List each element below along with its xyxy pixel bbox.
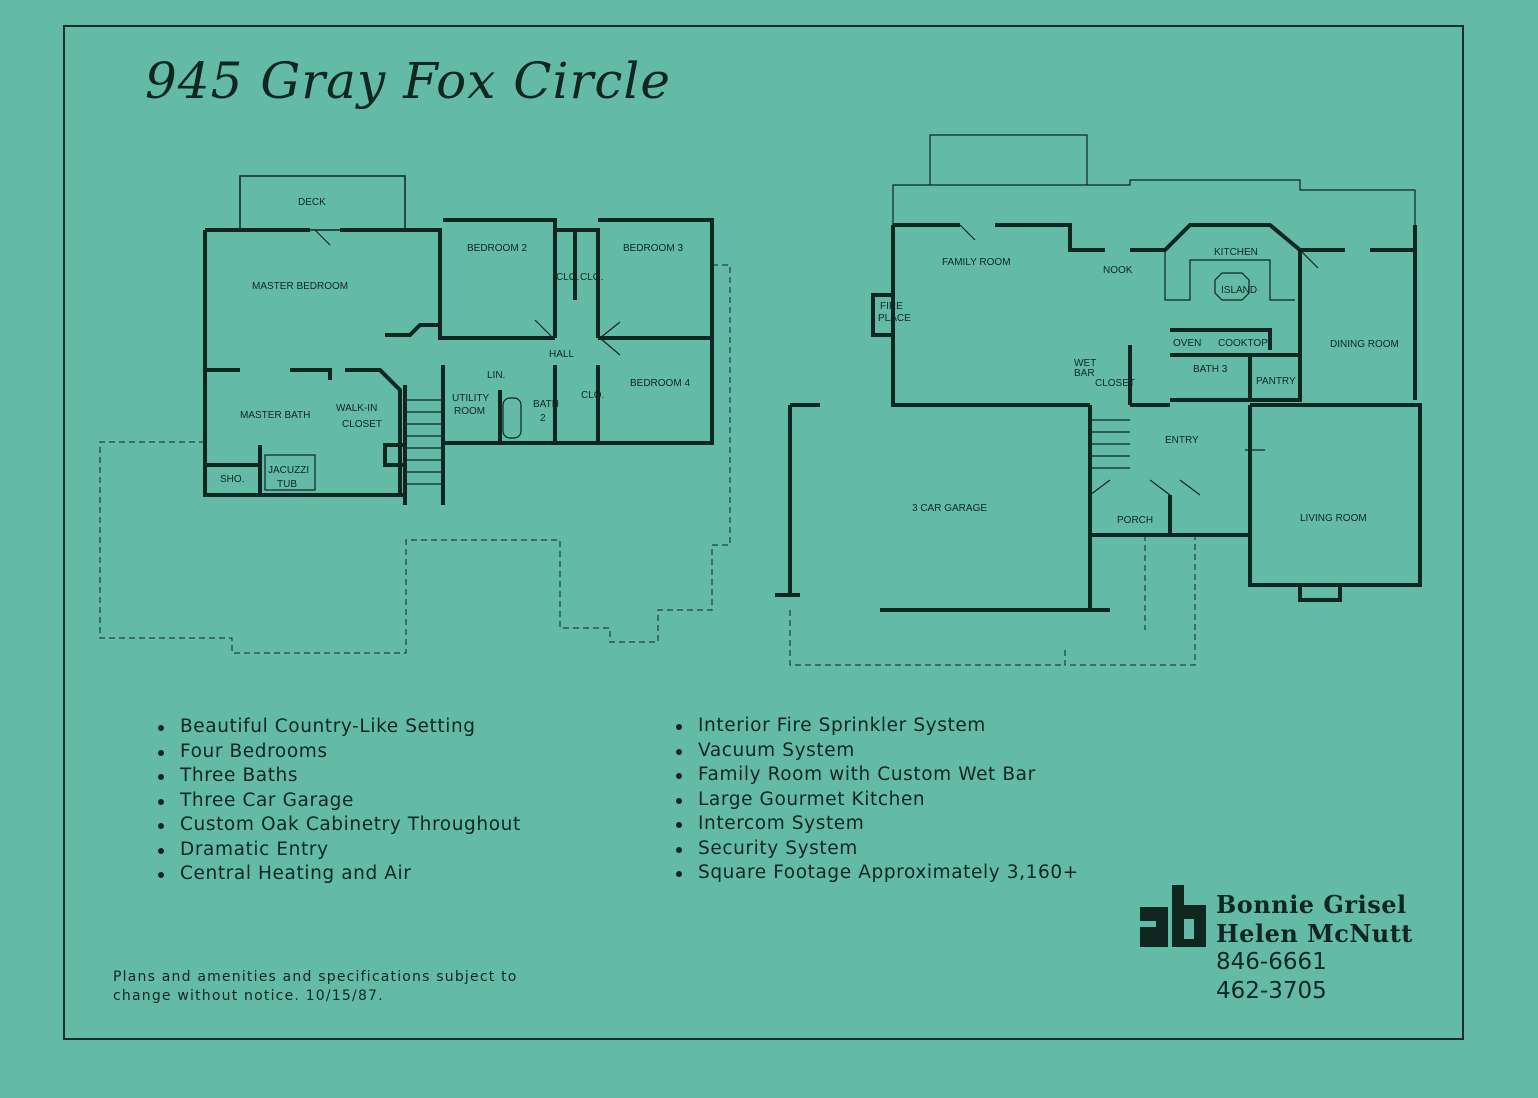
room-label: LIVING ROOM: [1300, 513, 1367, 524]
agency-logo: [1140, 885, 1206, 947]
room-label: CLO.: [580, 272, 603, 283]
room-label: BEDROOM 3: [623, 243, 683, 254]
feature-item: Vacuum System: [673, 739, 1079, 764]
room-label: ROOM: [454, 406, 485, 417]
room-label: TUB: [277, 479, 297, 490]
disclaimer: Plans and amenities and specifications s…: [113, 969, 518, 1004]
property-title: 945 Gray Fox Circle: [145, 52, 672, 110]
main-floor-plan: [775, 134, 1422, 666]
room-label: 2: [540, 413, 546, 424]
room-label: BATH 3: [1193, 364, 1228, 375]
room-label: WALK-IN: [336, 403, 377, 414]
agent-contacts: Bonnie Grisel Helen McNutt 846-6661 462-…: [1216, 890, 1413, 1006]
room-label: WET: [1074, 358, 1096, 369]
room-label: DINING ROOM: [1330, 339, 1399, 350]
page-border: [63, 25, 1464, 1040]
room-label: CLO.: [556, 272, 579, 283]
feature-item: Intercom System: [673, 812, 1079, 837]
features-list-left: Beautiful Country-Like Setting Four Bedr…: [155, 715, 521, 887]
feature-item: Beautiful Country-Like Setting: [155, 715, 521, 740]
room-label: 3 CAR GARAGE: [912, 503, 987, 514]
upper-floor-plan: [99, 175, 731, 654]
room-label: NOOK: [1103, 265, 1133, 276]
room-label: COOKTOP: [1218, 338, 1268, 349]
room-label: SHO.: [220, 474, 244, 485]
room-label: BATH: [533, 399, 559, 410]
feature-item: Custom Oak Cabinetry Throughout: [155, 813, 521, 838]
agent-name: Bonnie Grisel: [1216, 890, 1407, 919]
agent-phone: 462-3705: [1216, 978, 1327, 1004]
agent-phone: 846-6661: [1216, 949, 1327, 975]
room-label: PANTRY: [1256, 376, 1296, 387]
upper-floor-labels: DECK MASTER BEDROOM BEDROOM 2 BEDROOM 3 …: [220, 197, 690, 490]
room-label: LIN.: [487, 370, 505, 381]
room-label: HALL: [549, 349, 574, 360]
feature-item: Security System: [673, 837, 1079, 862]
room-label: BAR: [1074, 368, 1095, 379]
features-list-right: Interior Fire Sprinkler System Vacuum Sy…: [673, 714, 1079, 886]
room-label: PORCH: [1117, 515, 1153, 526]
room-label: UTILITY: [452, 393, 490, 404]
feature-item: Four Bedrooms: [155, 740, 521, 765]
feature-item: Square Footage Approximately 3,160+: [673, 861, 1079, 886]
room-label: OVEN: [1173, 338, 1201, 349]
room-label: JACUZZI: [268, 465, 309, 476]
room-label: FIRE: [880, 301, 903, 312]
room-label: MASTER BEDROOM: [252, 281, 348, 292]
room-label: CLOSET: [342, 419, 382, 430]
feature-item: Three Baths: [155, 764, 521, 789]
room-label: KITCHEN: [1214, 247, 1258, 258]
room-label: DECK: [298, 197, 326, 208]
room-label: CLO.: [581, 390, 604, 401]
feature-item: Large Gourmet Kitchen: [673, 788, 1079, 813]
room-label: MASTER BATH: [240, 410, 310, 421]
room-label: FAMILY ROOM: [942, 257, 1011, 268]
feature-item: Interior Fire Sprinkler System: [673, 714, 1079, 739]
room-label: ENTRY: [1165, 435, 1199, 446]
room-label: CLOSET: [1095, 378, 1135, 389]
feature-item: Three Car Garage: [155, 789, 521, 814]
room-label: BEDROOM 4: [630, 378, 690, 389]
main-floor-labels: FAMILY ROOM NOOK KITCHEN ISLAND FIRE PLA…: [878, 247, 1399, 526]
room-label: PLACE: [878, 313, 911, 324]
room-label: BEDROOM 2: [467, 243, 527, 254]
agent-name: Helen McNutt: [1216, 919, 1413, 948]
feature-item: Central Heating and Air: [155, 862, 521, 887]
feature-item: Dramatic Entry: [155, 838, 521, 863]
room-label: ISLAND: [1221, 285, 1257, 296]
feature-item: Family Room with Custom Wet Bar: [673, 763, 1079, 788]
